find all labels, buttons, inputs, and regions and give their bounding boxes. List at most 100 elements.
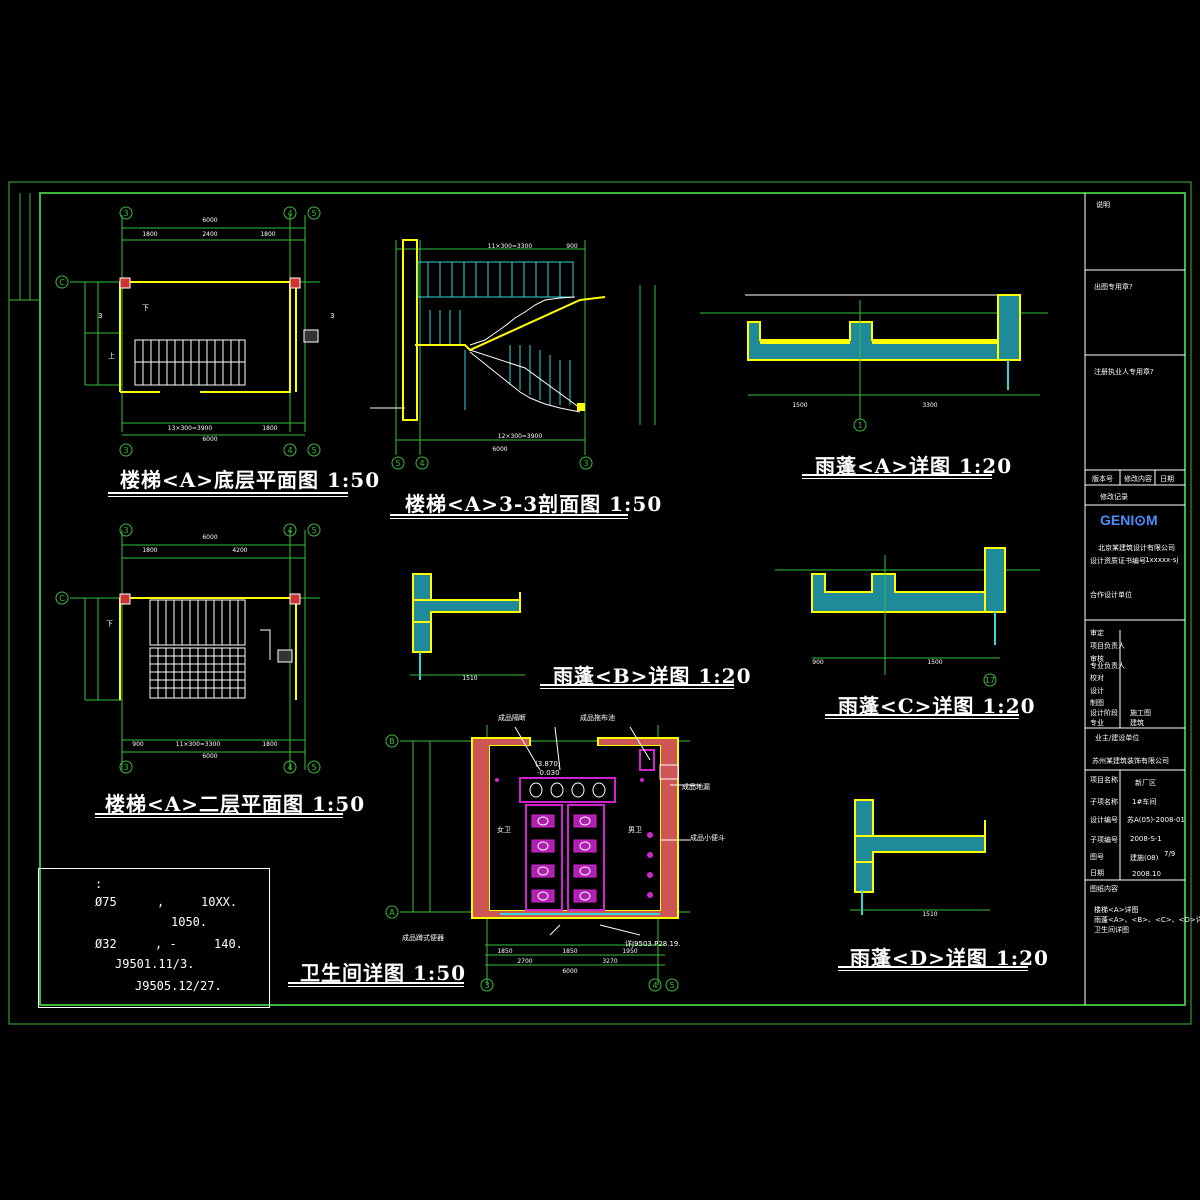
title-toilet: 卫生间详图 1:50 — [300, 961, 467, 985]
section-mark: 3 — [330, 312, 334, 320]
dim-text: 1800 — [142, 547, 157, 554]
axis-label: 3 — [583, 459, 588, 468]
title-block-frame — [1084, 193, 1185, 1005]
dim-text: 1500 — [792, 402, 807, 409]
tb-date: 2008.10 — [1132, 870, 1161, 878]
tb-role-6: 设计 — [1090, 687, 1104, 695]
tb-subitem: 1#车间 — [1132, 798, 1157, 806]
axis-label: B — [389, 737, 395, 746]
title-underline — [838, 970, 1028, 971]
tb-ver-content: 修改内容 — [1124, 475, 1152, 483]
dim-text: 4200 — [232, 547, 247, 554]
dim-text: 12×300=3900 — [498, 433, 543, 440]
title-underline — [288, 982, 464, 984]
tb-content-label: 图纸内容 — [1090, 885, 1118, 893]
partition-label: 成品隔断 — [498, 713, 526, 722]
title-underline — [390, 518, 628, 519]
note-line2: 1050. — [171, 915, 208, 929]
tb-company: 北京某建筑设计有限公司 — [1098, 544, 1175, 552]
tb-publish-stamp: 出图专用章? — [1094, 283, 1133, 291]
dim-text: 6000 — [562, 968, 577, 975]
axis-label: 3 — [123, 446, 128, 455]
dim-text: 1500 — [927, 659, 942, 666]
dim-text: 900 — [812, 659, 824, 666]
tb-project: 新厂区 — [1135, 779, 1156, 787]
dim-text: 6000 — [492, 446, 507, 453]
tb-role-5: 校对 — [1090, 674, 1104, 682]
section-mark: 3 — [98, 312, 102, 320]
stair-down-label: 下 — [142, 304, 149, 312]
title-underline — [540, 688, 734, 689]
axis-label: 3 — [123, 763, 128, 772]
elev-a: (3.870) — [535, 760, 561, 768]
note-line3-c: 140. — [214, 937, 243, 951]
tb-design-no: 苏A(05)-2008-01 — [1127, 816, 1185, 824]
tb-company-logo: GENI⊙M — [1100, 512, 1158, 528]
axis-label: C — [59, 594, 65, 603]
axis-label: 5 — [311, 446, 316, 455]
tb-project-label: 项目名称 — [1090, 776, 1118, 784]
axis-label: 5 — [669, 981, 674, 990]
tb-subitem-label: 子项名称 — [1090, 798, 1118, 806]
tb-drawing-no: 建施(08) — [1130, 854, 1159, 862]
note-line1-c: 10XX. — [201, 895, 238, 909]
canopy-b — [410, 573, 525, 680]
stair-second-walls — [119, 593, 301, 700]
title-underline — [108, 496, 348, 497]
axis-label: C — [59, 278, 65, 287]
title-underline — [825, 714, 1019, 716]
squat-toilet-label: 成品蹲式便器 — [402, 933, 444, 942]
tb-content-3: 卫生间详图 — [1094, 926, 1129, 934]
axis-label: 4 — [652, 981, 657, 990]
axis-label: 5 — [311, 526, 316, 535]
dimension-texts: 6000 1800 2400 1800 13×300=3900 1800 600… — [132, 217, 943, 975]
dim-text: 11×300=3300 — [176, 741, 221, 748]
axis-label: 4 — [287, 209, 292, 218]
tb-ver-record: 修改记录 — [1100, 493, 1128, 501]
stair-ground-walls — [119, 277, 319, 393]
axis-label: 3 — [123, 526, 128, 535]
tb-role-2: 项目负责人 — [1090, 642, 1125, 650]
dim-text: 1950 — [622, 948, 637, 955]
axis-labels: 3 4 5 C 3 4 5 3 4 5 C 3 4 5 5 4 3 1 17 B… — [59, 209, 995, 990]
dim-text: 1510 — [462, 675, 477, 682]
dim-text: 6000 — [202, 217, 217, 224]
tb-design-no-label: 设计编号 — [1090, 816, 1118, 824]
male-wc-label: 男卫 — [628, 826, 642, 834]
dim-text: 1850 — [562, 948, 577, 955]
dim-text: 1800 — [262, 741, 277, 748]
dim-text: 3300 — [922, 402, 937, 409]
dim-text: 6000 — [202, 753, 217, 760]
dim-text: 1800 — [262, 425, 277, 432]
axis-label: A — [389, 908, 395, 917]
general-notes: : Ø75 , 10XX. 1050. Ø32 , - 140. J9501.1… — [38, 868, 270, 1008]
tb-role-3: 审核 — [1090, 655, 1104, 663]
title-underline — [95, 813, 343, 815]
title-stair-ground-plan: 楼梯<A>底层平面图 1:50 — [120, 468, 381, 492]
note-line5: J9505.12/27. — [135, 979, 222, 993]
tb-date-label: 日期 — [1090, 869, 1104, 877]
tb-sheet: 7/9 — [1164, 850, 1176, 858]
note-line1-b: , — [157, 895, 165, 909]
stair-ground-plan — [70, 215, 320, 436]
dim-text: 1800 — [260, 231, 275, 238]
tb-client-label: 业主/建设单位 — [1095, 734, 1140, 742]
stair-down-label: 下 — [106, 620, 113, 628]
outer-frame — [8, 181, 1192, 1025]
axis-label: 5 — [311, 209, 316, 218]
tb-sub-no: 2008-S-1 — [1130, 835, 1162, 843]
note-line3-b: , - — [155, 937, 177, 951]
axis-label: 1 — [857, 421, 862, 430]
dim-text: 3270 — [602, 958, 617, 965]
toilet-leaders — [514, 726, 700, 936]
tb-client: 苏州某建筑装饰有限公司 — [1092, 757, 1169, 765]
axis-label: 3 — [484, 981, 489, 990]
dim-text: 2700 — [517, 958, 532, 965]
toilet-plan — [400, 725, 690, 985]
title-underline — [825, 718, 1019, 719]
tb-remark-head: 说明 — [1096, 201, 1110, 209]
dim-text: 1510 — [922, 911, 937, 918]
title-underline — [288, 986, 464, 987]
tb-coop: 合作设计单位 — [1090, 591, 1132, 599]
dim-text: 2400 — [202, 231, 217, 238]
